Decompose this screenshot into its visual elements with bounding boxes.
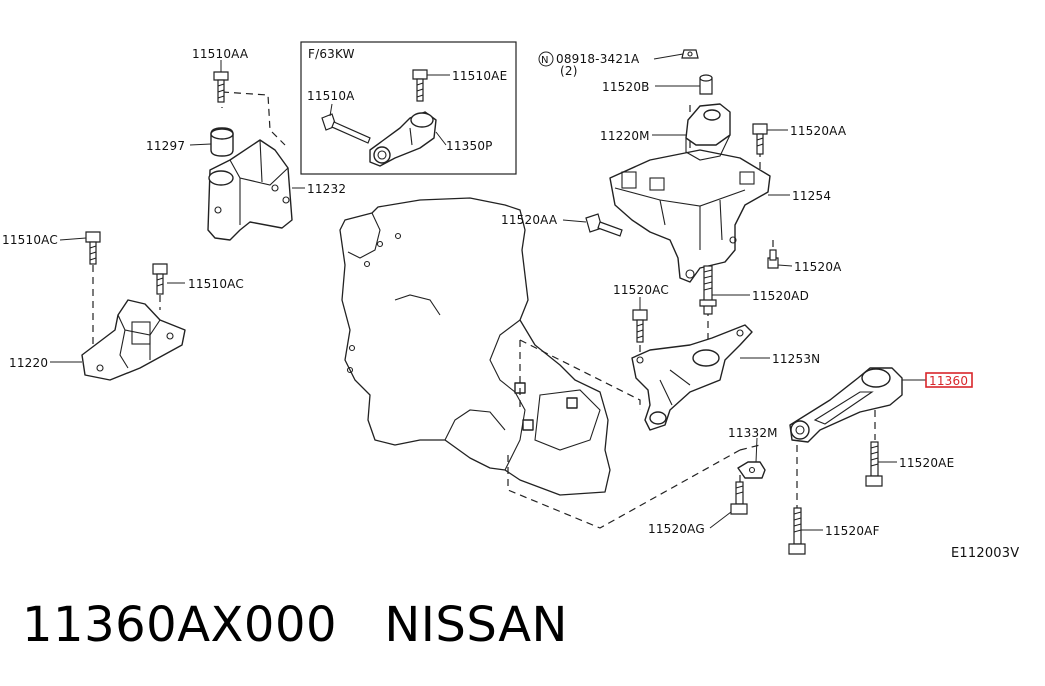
label-11220: 11220	[9, 356, 48, 370]
label-11510ae-inset: 11510AE	[452, 69, 507, 83]
mount-11220	[81, 299, 186, 381]
bolt-11510a-inset	[321, 113, 371, 144]
label-11520aa-right: 11520AA	[790, 124, 847, 138]
brand-name: NISSAN	[384, 597, 568, 653]
label-08918-group: N 08918-3421A (2)	[538, 51, 640, 78]
engine-block	[339, 197, 611, 496]
leader-lines	[50, 53, 926, 531]
part-labels: 11510AA 11297 11232 11510AC 11510AC 1122…	[2, 47, 1019, 561]
label-11350p: 11350P	[446, 139, 493, 153]
bolt-11520ag	[730, 481, 748, 515]
footer-caption: 11360AX000 NISSAN	[22, 597, 568, 653]
label-11520ag: 11520AG	[648, 522, 705, 536]
bolt-11510ae-inset	[412, 69, 428, 102]
label-11253n: 11253N	[772, 352, 820, 366]
label-11360-highlight: 11360	[925, 372, 973, 388]
diagram-code: E112003V	[951, 546, 1019, 561]
label-11297: 11297	[146, 139, 185, 153]
label-11232: 11232	[307, 182, 346, 196]
bolt-11520aa-right	[752, 123, 768, 155]
part-number: 11360AX000	[22, 597, 338, 653]
bolt-11510ac-left	[85, 231, 101, 265]
bracket-11220m	[685, 103, 731, 161]
label-11254: 11254	[792, 189, 831, 203]
bolt-11520af	[788, 507, 806, 555]
bolt-11520a	[767, 249, 779, 269]
label-11220m: 11220M	[600, 129, 650, 143]
stud-11520ad	[699, 265, 717, 315]
assembly-lines	[92, 91, 876, 529]
inset-box: F/63KW	[300, 41, 517, 175]
bolt-11510ac-mid	[152, 263, 168, 295]
label-11520aa-left: 11520AA	[501, 213, 558, 227]
bolt-11520aa-left	[585, 213, 623, 237]
label-11510aa-top: 11510AA	[192, 47, 249, 61]
label-11520ae: 11520AE	[899, 456, 954, 470]
label-08918-qty: (2)	[560, 64, 578, 78]
label-11510a-inset: 11510A	[307, 89, 355, 103]
label-11520af: 11520AF	[825, 524, 880, 538]
label-11520ac: 11520AC	[613, 283, 669, 297]
label-11520ad: 11520AD	[752, 289, 809, 303]
label-11520a: 11520A	[794, 260, 842, 274]
washer-11520b	[699, 74, 713, 95]
label-11520b: 11520B	[602, 80, 650, 94]
torque-rod-11350p	[369, 111, 437, 167]
label-08918: 08918-3421A	[556, 52, 640, 66]
insulator-11297	[210, 127, 234, 157]
bolt-11520ac	[632, 309, 648, 343]
bolt-11520ae	[865, 441, 883, 487]
label-11332m: 11332M	[728, 426, 778, 440]
label-08918-prefix: N	[541, 55, 549, 66]
bolt-11510aa-top	[213, 71, 229, 103]
label-11510ac-mid: 11510AC	[188, 277, 244, 291]
bracket-11232	[207, 139, 293, 241]
torque-rod-11360	[789, 367, 903, 443]
label-11510ac-left: 11510AC	[2, 233, 58, 247]
bracket-11253n	[631, 324, 753, 431]
bracket-11254	[609, 149, 771, 283]
bracket-11332m	[737, 461, 766, 479]
inset-title: F/63KW	[308, 47, 355, 61]
nut-08918	[681, 49, 699, 59]
label-11360: 11360	[929, 374, 968, 388]
